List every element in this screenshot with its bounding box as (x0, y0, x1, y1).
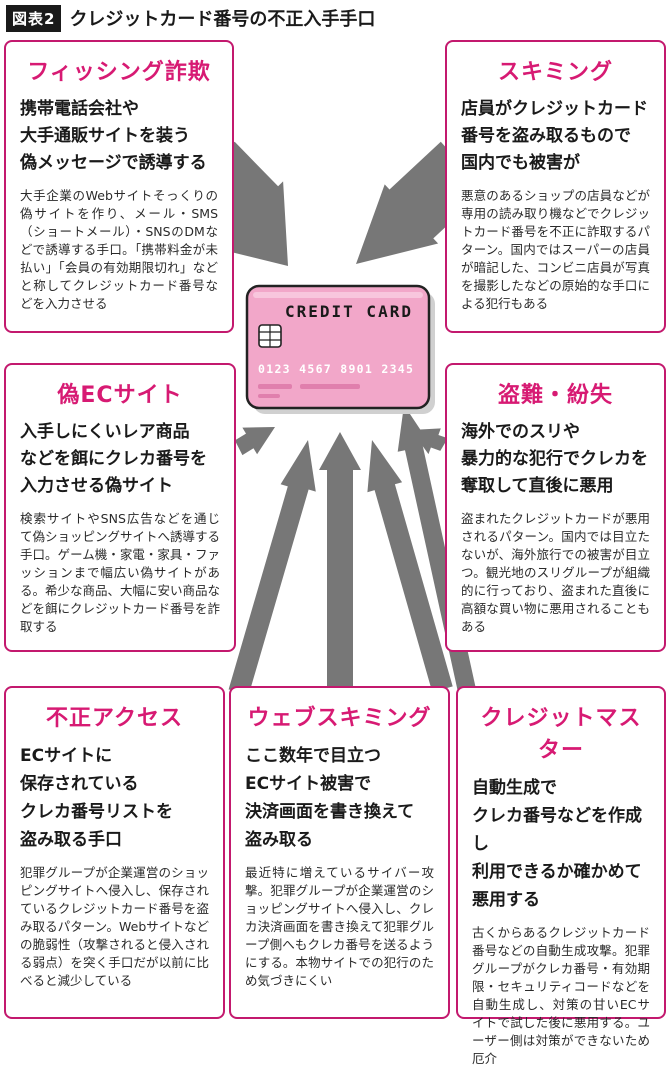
method-theft-loss: 盗難・紛失 海外でのスリや 暴力的な犯行でクレカを 奪取して直後に悪用 盗まれた… (445, 363, 666, 652)
arrow-unauth (228, 440, 316, 693)
method-lead: 店員がクレジットカード 番号を盗み取るもので 国内でも被害が (461, 99, 648, 173)
method-title: スキミング (497, 60, 613, 85)
figure-tag: 図表2 (6, 4, 62, 32)
method-body: 悪意のあるショップの店員などが専用の読み取り機などでクレジットカード番号を不正に… (461, 188, 650, 311)
figure-header: 図表2 クレジットカード番号の不正入手手口 (6, 4, 375, 32)
method-lead: 海外でのスリや 暴力的な犯行でクレカを 奪取して直後に悪用 (461, 422, 648, 496)
method-fake-ec-site: 偽ECサイト 入手しにくいレア商品 などを餌にクレカ番号を 入力させる偽サイト … (4, 363, 236, 652)
method-credit-master: クレジットマスター 自動生成で クレカ番号などを作成し 利用できるか確かめて 悪… (456, 686, 666, 1066)
method-title: 盗難・紛失 (497, 383, 613, 408)
credit-card: CREDIT CARD 0123 4567 8901 2345 (245, 284, 435, 414)
method-lead: ECサイトに 保存されている クレカ番号リストを 盗み取る手口 (20, 746, 173, 850)
method-unauthorized-access: 不正アクセス ECサイトに 保存されている クレカ番号リストを 盗み取る手口 犯… (4, 686, 225, 1019)
method-body: 犯罪グループが企業運営のショッピングサイトへ侵入し、保存されているクレジットカー… (20, 865, 209, 988)
method-lead: ここ数年で目立つ ECサイト被害で 決済画面を書き換えて 盗み取る (245, 746, 415, 850)
method-lead: 自動生成で クレカ番号などを作成し 利用できるか確かめて 悪用する (472, 778, 642, 910)
method-body: 大手企業のWebサイトそっくりの偽サイトを作り、メール・SMS（ショートメール）… (20, 188, 218, 311)
arrows-layer: CREDIT CARD 0123 4567 8901 2345 (167, 141, 485, 698)
method-body: 古くからあるクレジットカード番号などの自動生成攻撃。犯罪グループがクレカ番号・有… (472, 925, 650, 1066)
method-title: ウェブスキミング (247, 706, 432, 731)
method-title: 不正アクセス (46, 706, 183, 731)
method-title: フィッシング詐欺 (27, 60, 211, 85)
arrow-fake-ec-top (234, 427, 275, 456)
method-web-skimming: ウェブスキミング ここ数年で目立つ ECサイト被害で 決済画面を書き換えて 盗み… (229, 686, 450, 1019)
method-title: 偽ECサイト (57, 383, 183, 408)
method-lead: 携帯電話会社や 大手通販サイトを装う 偽メッセージで誘導する (20, 99, 207, 173)
method-body: 最近特に増えているサイバー攻撃。犯罪グループが企業運営のショッピングサイトへ侵入… (245, 865, 434, 988)
card-brand-text: CREDIT CARD (285, 302, 413, 321)
card-number-text: 0123 4567 8901 2345 (258, 362, 414, 376)
figure-title: クレジットカード番号の不正入手手口 (69, 9, 376, 30)
method-title: クレジットマスター (480, 706, 642, 763)
method-phishing: フィッシング詐欺 携帯電話会社や 大手通販サイトを装う 偽メッセージで誘導する … (4, 40, 234, 333)
method-body: 検索サイトやSNS広告などを通じて偽ショッピングサイトへ誘導する手口。ゲーム機・… (20, 511, 221, 634)
method-lead: 入手しにくいレア商品 などを餌にクレカ番号を 入力させる偽サイト (20, 422, 207, 496)
arrow-center (319, 432, 361, 690)
method-skimming: スキミング 店員がクレジットカード 番号を盗み取るもので 国内でも被害が 悪意の… (445, 40, 666, 333)
method-body: 盗まれたクレジットカードが悪用されるパターン。国内では目立たないが、海外旅行での… (461, 511, 650, 634)
card-chip (258, 324, 282, 348)
arrow-web-skim (367, 440, 453, 693)
